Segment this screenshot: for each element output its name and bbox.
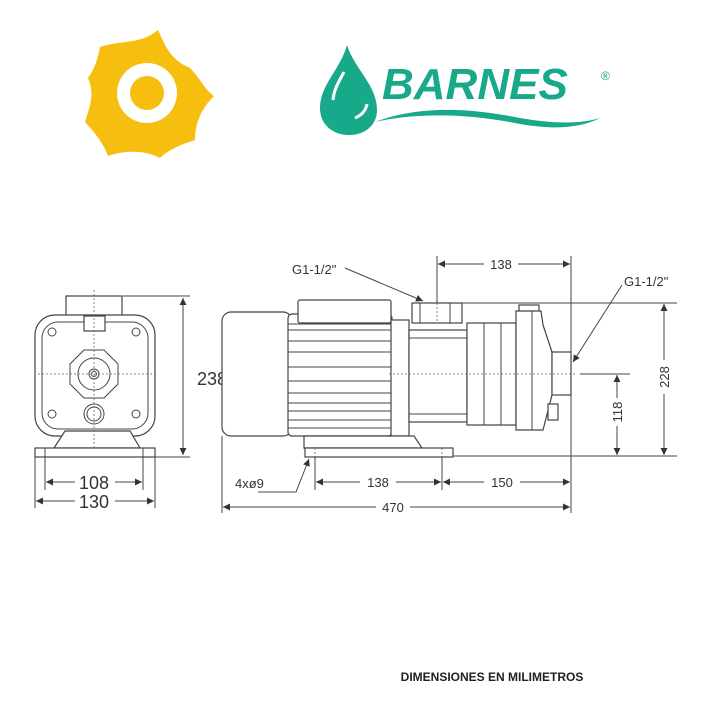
- brand-name: BARNES: [382, 60, 568, 109]
- dim-238: 238: [197, 369, 227, 389]
- dim-470: 470: [382, 500, 404, 515]
- side-view: G1-1/2" G1-1/2" 138 228 118 4xø9 138 150…: [221, 256, 677, 515]
- dim-138-top: 138: [490, 257, 512, 272]
- dim-150: 150: [491, 475, 513, 490]
- registered-mark: ®: [601, 69, 610, 83]
- holes-label: 4xø9: [235, 476, 264, 491]
- dim-108: 108: [79, 473, 109, 493]
- suction-connection-label: G1-1/2": [624, 274, 669, 289]
- dim-138-feet: 138: [367, 475, 389, 490]
- front-view: 108 130 238: [34, 290, 228, 512]
- dim-118: 118: [610, 402, 625, 423]
- discharge-connection-label: G1-1/2": [292, 262, 337, 277]
- dim-228: 228: [657, 366, 672, 388]
- barnes-logo: BARNES ®: [320, 45, 610, 135]
- units-note: DIMENSIONES EN MILIMETROS: [401, 670, 584, 684]
- gear-logo: [85, 30, 214, 158]
- dim-130: 130: [79, 492, 109, 512]
